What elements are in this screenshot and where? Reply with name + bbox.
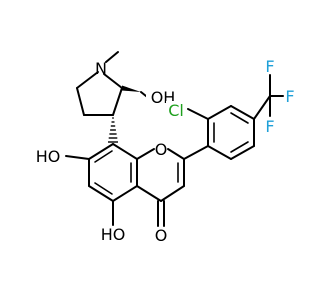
bond-pyr-c5-n bbox=[76, 71, 99, 89]
bond-c5p-c6p-inner bbox=[230, 141, 249, 153]
hashed-bond-c3-c8 bbox=[108, 117, 118, 143]
bond-c3-c4 bbox=[160, 185, 185, 202]
bond-c3p-c4p bbox=[230, 105, 255, 120]
atom-label-keto-oxygen: O bbox=[155, 226, 168, 245]
bond-c8a-o1 bbox=[136, 148, 155, 160]
bond-c7-c8-inner bbox=[94, 150, 113, 163]
atom-label-fluorine-bottom: F bbox=[265, 117, 274, 136]
bond-c7-oh bbox=[65, 155, 90, 160]
bond-c5-c6 bbox=[88, 185, 114, 202]
bond-c7-c8 bbox=[88, 143, 114, 160]
atom-label-n1: N bbox=[95, 59, 107, 78]
bond-o1-c2 bbox=[167, 148, 185, 160]
bond-c2p-cl bbox=[187, 108, 209, 120]
atom-label-fluorine-right: F bbox=[285, 87, 294, 106]
bond-pyr-c4-c5 bbox=[76, 87, 85, 116]
bond-c4a-c5 bbox=[112, 185, 138, 202]
bond-c4-c4a bbox=[136, 185, 162, 202]
atom-label-ring-oxygen: O bbox=[155, 140, 168, 159]
atom-label-fluorine-top: F bbox=[265, 57, 274, 76]
label-bg-cl bbox=[166, 101, 187, 120]
molecule-structure-diagram: N OH Cl F F F HO O HO O bbox=[36, 51, 295, 245]
bond-c4p-cf3 bbox=[253, 95, 271, 120]
bond-c2p-c3p bbox=[207, 105, 232, 120]
bond-pyr-c2-c3 bbox=[112, 87, 123, 116]
atom-label-chlorine: Cl bbox=[168, 101, 184, 120]
atom-label-hydroxyl-7: HO bbox=[36, 147, 61, 166]
bond-c5p-c6p bbox=[230, 145, 255, 160]
bond-c6p-c1p bbox=[207, 145, 232, 160]
bond-c3p-c4p-inner bbox=[230, 112, 249, 124]
bond-n-methyl bbox=[105, 51, 119, 63]
bond-layer bbox=[65, 51, 284, 227]
wedge-bond-ch2 bbox=[122, 85, 141, 92]
bond-c5-c6-inner bbox=[94, 182, 113, 195]
bond-c8-c8a bbox=[112, 143, 138, 160]
bond-c2-c1p bbox=[183, 145, 209, 160]
atom-label-hydroxyl-5: HO bbox=[101, 225, 126, 244]
atom-label-layer: N OH Cl F F F HO O HO O bbox=[36, 57, 295, 245]
bond-pyr-n-c2 bbox=[103, 73, 123, 89]
